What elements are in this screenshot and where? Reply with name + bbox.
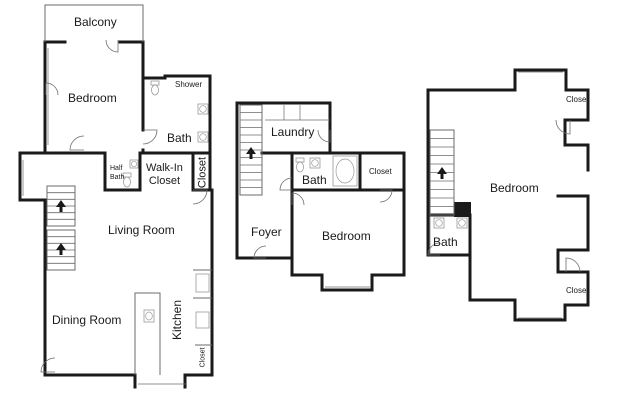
sink-icon — [309, 157, 321, 169]
range-icon — [195, 311, 210, 329]
room-label-walk-in-closet: Walk-In Closet — [146, 162, 183, 187]
door-swing-icon — [291, 192, 305, 206]
wall — [18, 151, 47, 377]
door-swing-icon — [142, 129, 158, 145]
door-swing-icon — [379, 189, 393, 203]
toilet-icon — [295, 157, 305, 173]
room-label-half-bath: Half Bath — [110, 165, 125, 181]
room-label-bedroom-middle: Bedroom — [322, 229, 371, 243]
thin-line — [134, 292, 161, 375]
sink-basin — [145, 311, 153, 321]
fridge-icon — [195, 273, 210, 293]
room-label-closet-middle: Closet — [369, 167, 392, 176]
door-swing-icon — [565, 257, 581, 273]
room-label-closet-vertical: Closet — [196, 156, 209, 189]
bathtub-icon — [332, 155, 358, 187]
room-label-closet-bottom: Closet — [566, 286, 589, 295]
room-label-bath-right: Bath — [433, 235, 458, 249]
wall — [43, 373, 137, 389]
door-swing-icon — [45, 82, 59, 96]
door-swing-icon — [69, 135, 85, 151]
door-swing-icon — [279, 177, 293, 191]
toilet-icon — [150, 80, 160, 96]
sink-icon — [433, 217, 445, 229]
sink-icon — [197, 103, 209, 115]
wall — [426, 88, 590, 322]
stair-arrow-up-icon — [56, 200, 66, 212]
room-label-foyer: Foyer — [251, 225, 282, 239]
door-swing-icon — [105, 39, 119, 53]
wall — [141, 40, 167, 80]
room-label-bedroom-right: Bedroom — [490, 181, 539, 195]
sink-icon — [456, 217, 468, 229]
wall — [426, 68, 590, 147]
fixtures — [122, 80, 468, 329]
sink-icon — [143, 309, 155, 323]
sink-basin — [311, 159, 319, 167]
room-label-kitchen: Kitchen — [170, 299, 184, 341]
room-label-closet-small: Closet — [199, 347, 207, 368]
door-swing-icon — [427, 242, 441, 256]
door-swing-icon — [317, 129, 331, 143]
room-label-bath-middle: Bath — [302, 173, 327, 187]
room-label-living-room: Living Room — [108, 223, 175, 237]
room-label-bedroom: Bedroom — [68, 91, 117, 105]
sink-icon — [197, 131, 209, 143]
sink-icon — [129, 159, 139, 169]
wall — [163, 74, 212, 80]
room-label-dining-room: Dining Room — [52, 313, 122, 327]
toilet-icon — [122, 172, 132, 188]
door-swing-icon — [192, 189, 208, 205]
room-label-balcony: Balcony — [74, 15, 117, 29]
sink-basin — [458, 219, 466, 227]
stair-arrow-up-icon — [246, 147, 256, 159]
sink-basin — [130, 160, 138, 168]
wall — [235, 101, 294, 260]
wall — [103, 151, 142, 192]
bathtub-basin — [335, 158, 355, 184]
stair-arrow-up-icon — [56, 243, 66, 255]
stair-arrow-up-icon — [437, 167, 447, 179]
sink-basin — [199, 133, 207, 141]
door-swing-icon — [40, 357, 56, 373]
column-block — [454, 202, 471, 217]
icons — [40, 39, 581, 373]
door-swing-icon — [253, 245, 267, 259]
door-swing-icon — [555, 119, 571, 135]
room-label-shower: Shower — [175, 80, 203, 89]
wall — [290, 151, 406, 292]
room-label-bath: Bath — [167, 131, 192, 145]
sink-basin — [199, 105, 207, 113]
thin-line — [44, 4, 144, 42]
room-label-closet-top: Closet — [566, 95, 589, 104]
room-label-laundry: Laundry — [271, 125, 315, 139]
wall — [183, 188, 214, 389]
sink-basin — [435, 219, 443, 227]
